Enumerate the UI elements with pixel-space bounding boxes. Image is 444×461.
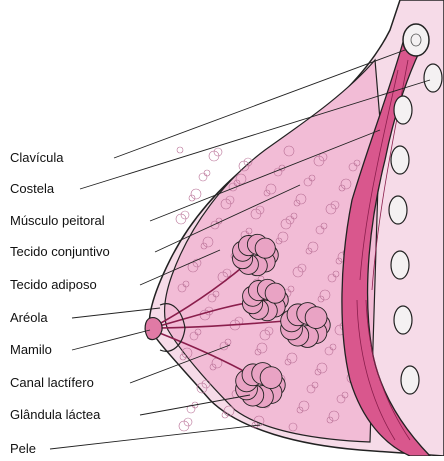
label-mamilo: Mamilo [10, 342, 52, 357]
adipose-cell [184, 418, 192, 426]
rib-cross-section [391, 251, 409, 279]
nipple [145, 318, 162, 340]
label-clavicula: Clavícula [10, 150, 63, 165]
adipose-cell [189, 195, 195, 201]
label-pele: Pele [10, 441, 36, 456]
adipose-cell [204, 170, 210, 176]
rib-cross-section [424, 64, 442, 92]
clavicle-bone [403, 24, 429, 56]
rib-cross-section [389, 196, 407, 224]
label-tecido-adiposo: Tecido adiposo [10, 277, 97, 292]
label-musculo-peitoral: Músculo peitoral [10, 213, 105, 228]
label-glandula-lactea: Glândula láctea [10, 407, 100, 422]
label-areola: Aréola [10, 310, 48, 325]
rib-cross-section [394, 306, 412, 334]
rib-cross-section [391, 146, 409, 174]
label-costela: Costela [10, 181, 54, 196]
rib-cross-section [401, 366, 419, 394]
adipose-cell [181, 211, 189, 219]
rib-cross-section [394, 96, 412, 124]
adipose-cell [191, 189, 201, 199]
label-tecido-conjuntivo: Tecido conjuntivo [10, 244, 110, 259]
adipose-cell [177, 147, 183, 153]
label-canal-lactifero: Canal lactífero [10, 375, 94, 390]
adipose-cell [199, 173, 207, 181]
adipose-cell [214, 148, 222, 156]
